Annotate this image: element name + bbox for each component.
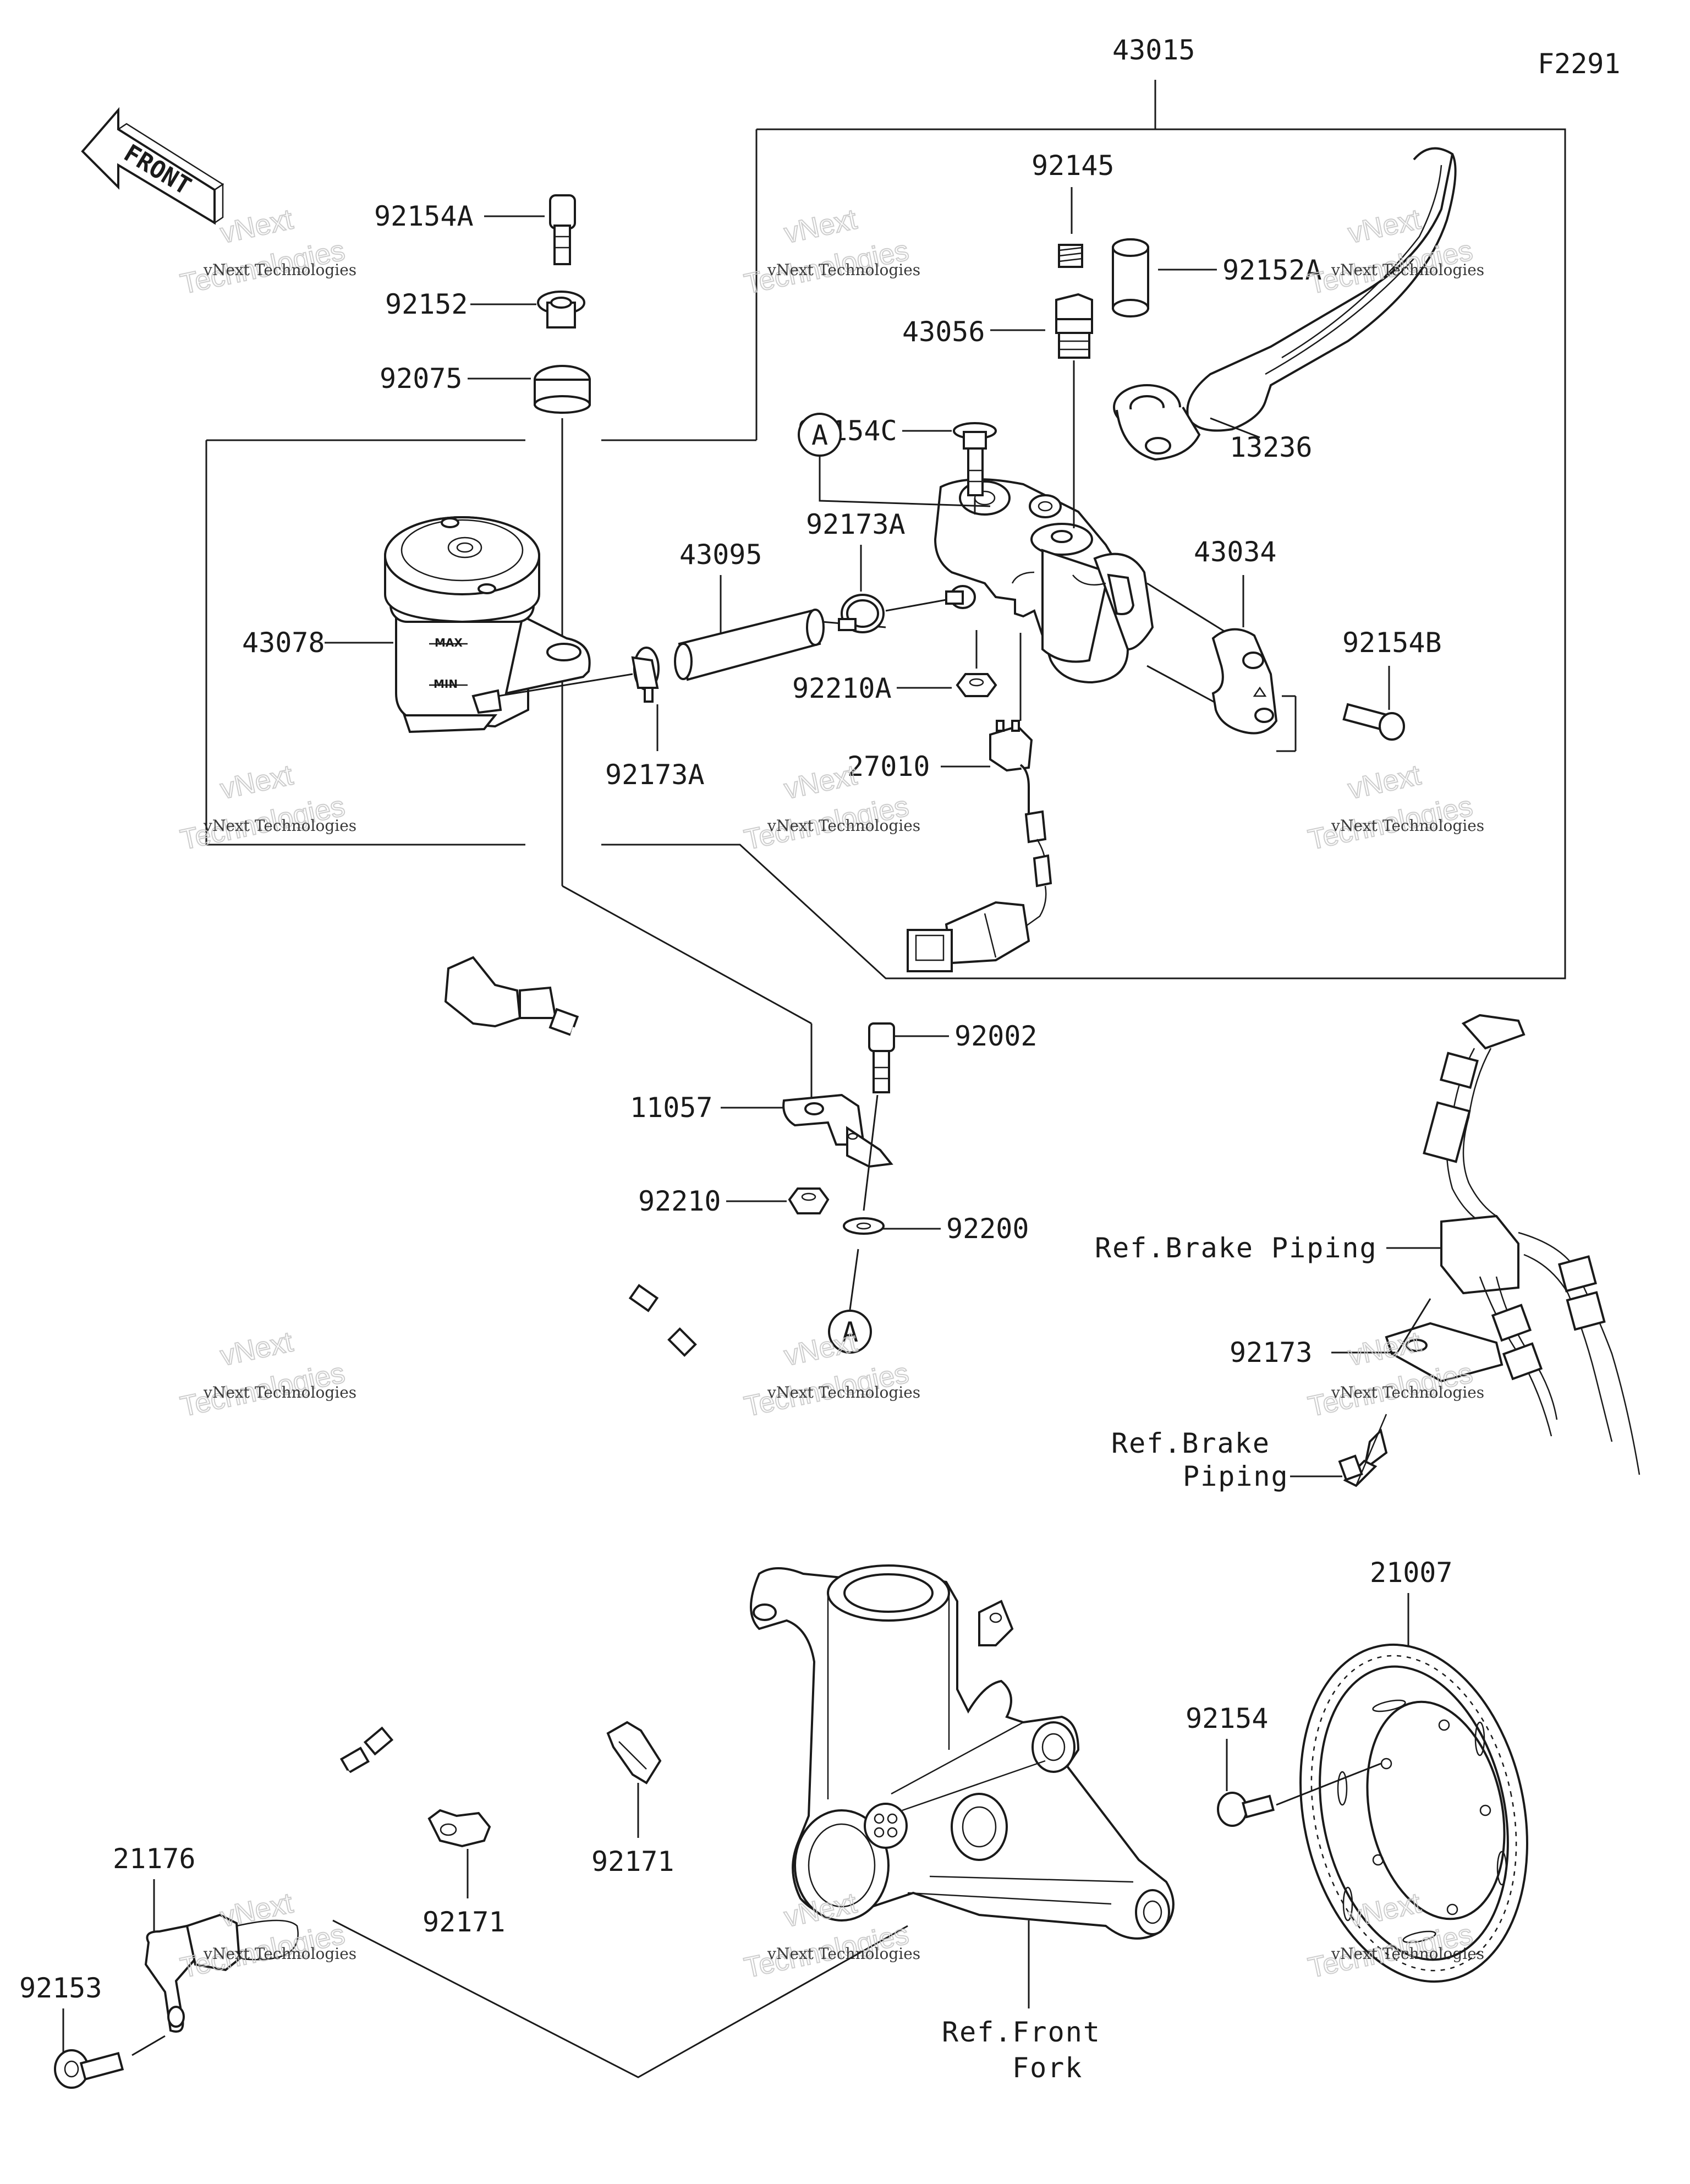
bolt-92154B xyxy=(1342,703,1405,741)
front-fork-lower xyxy=(750,1564,1175,1940)
callout-43034: 43034 xyxy=(1194,536,1277,568)
front-arrow-icon: FRONT xyxy=(81,107,224,225)
wheel-speed-sensor-21176 xyxy=(144,1913,299,2033)
hose-clamp-92173A-lower xyxy=(631,647,660,703)
callout-92200: 92200 xyxy=(946,1213,1029,1245)
svg-text:vNext Technologies: vNext Technologies xyxy=(1331,817,1484,835)
svg-text:vNext: vNext xyxy=(1345,759,1424,805)
tank-min-mark: MIN xyxy=(434,677,458,691)
callout-21176: 21176 xyxy=(113,1843,196,1875)
svg-text:vNext: vNext xyxy=(781,1887,860,1933)
harness-grommets xyxy=(339,1284,697,1774)
circle-a-bottom-label: A xyxy=(842,1316,858,1348)
svg-text:vNext: vNext xyxy=(781,759,860,805)
callout-92173A-lower: 92173A xyxy=(605,759,705,791)
callout-92171-right: 92171 xyxy=(591,1846,674,1878)
grommet-92075 xyxy=(534,365,591,414)
ref-brake-piping-lower-line1: Ref.Brake xyxy=(1111,1427,1270,1459)
adjuster-43056 xyxy=(1055,293,1093,359)
svg-text:vNext Technologies: vNext Technologies xyxy=(767,1945,920,1963)
callout-92210: 92210 xyxy=(638,1185,721,1217)
reservoir-hose-43095 xyxy=(674,609,825,681)
callout-92152A: 92152A xyxy=(1222,254,1322,286)
callout-21007: 21007 xyxy=(1370,1557,1453,1589)
bolt-92153 xyxy=(54,2049,124,2089)
bracket-11057 xyxy=(782,1093,893,1168)
svg-text:vNext Technologies: vNext Technologies xyxy=(203,817,356,835)
figure-code: F2291 xyxy=(1538,48,1621,80)
svg-text:vNext: vNext xyxy=(217,203,296,249)
callout-92145: 92145 xyxy=(1031,150,1115,182)
brake-switch-27010 xyxy=(907,720,1052,972)
master-cylinder-assembly-frame xyxy=(205,80,1566,979)
callout-43015: 43015 xyxy=(1112,34,1195,66)
brake-lever-13236 xyxy=(1113,147,1457,461)
svg-text:vNext Technologies: vNext Technologies xyxy=(1331,1945,1484,1963)
callout-43095: 43095 xyxy=(679,539,762,571)
spring-92145 xyxy=(1058,244,1083,268)
circle-a-top-label: A xyxy=(811,419,828,451)
callout-92173A-upper: 92173A xyxy=(806,508,906,540)
nut-92210 xyxy=(788,1187,830,1214)
collar-92152A xyxy=(1112,238,1149,318)
svg-text:vNext Technologies: vNext Technologies xyxy=(203,1383,356,1402)
svg-text:vNext Technologies: vNext Technologies xyxy=(203,1945,356,1963)
svg-text:vNext Technologies: vNext Technologies xyxy=(1331,261,1484,279)
callout-92152: 92152 xyxy=(385,288,468,320)
svg-text:vNext: vNext xyxy=(781,1326,860,1372)
callout-92154B: 92154B xyxy=(1342,627,1442,659)
pivot-bolt-92154C xyxy=(953,422,997,496)
screw-92154A xyxy=(549,194,576,265)
callout-92075: 92075 xyxy=(380,363,463,395)
brake-piping-detail xyxy=(1338,1014,1640,1487)
svg-text:vNext Technologies: vNext Technologies xyxy=(767,261,920,279)
tank-max-mark: MAX xyxy=(435,636,463,649)
callout-92173: 92173 xyxy=(1230,1337,1313,1369)
clip-92171-right xyxy=(606,1721,662,1785)
collar-92152 xyxy=(537,291,585,329)
ref-brake-piping-lower-line2: Piping xyxy=(1183,1460,1289,1492)
callout-43078: 43078 xyxy=(242,627,325,659)
hose-clamp-92173A-upper xyxy=(838,594,885,633)
callout-27010: 27010 xyxy=(847,751,930,782)
callout-92154A: 92154A xyxy=(374,200,474,232)
handlebar-clamp-43034 xyxy=(1211,628,1278,735)
callout-92153: 92153 xyxy=(19,1972,102,2004)
svg-text:vNext: vNext xyxy=(781,203,860,249)
svg-text:vNext Technologies: vNext Technologies xyxy=(767,817,920,835)
bolt-92002 xyxy=(868,1022,895,1093)
svg-text:vNext: vNext xyxy=(1345,203,1424,249)
reference-circle-a-bottom xyxy=(828,1310,872,1354)
ref-front-fork-line2: Fork xyxy=(1012,2052,1083,2084)
nut-92210A xyxy=(956,673,997,697)
svg-text:vNext Technologies: vNext Technologies xyxy=(203,261,356,279)
svg-text:vNext Technologies: vNext Technologies xyxy=(767,1383,920,1402)
ref-brake-piping-upper: Ref.Brake Piping xyxy=(1095,1232,1378,1264)
master-cylinder-body xyxy=(934,478,1154,684)
front-label: FRONT xyxy=(119,139,196,201)
callout-11057: 11057 xyxy=(630,1092,713,1124)
callout-92002: 92002 xyxy=(954,1020,1038,1052)
ref-front-fork-line1: Ref.Front xyxy=(942,2016,1101,2048)
callout-92171-left: 92171 xyxy=(422,1906,506,1938)
callout-43056: 43056 xyxy=(902,316,985,348)
reservoir-tank-43078: MAX MIN xyxy=(384,516,591,734)
svg-text:vNext: vNext xyxy=(217,759,296,805)
abs-sensor-rotor-21007 xyxy=(1299,1643,1528,1983)
callout-13236: 13236 xyxy=(1230,431,1313,463)
sensor-harness-connector xyxy=(444,956,579,1037)
callout-92210A: 92210A xyxy=(792,672,892,704)
svg-text:vNext: vNext xyxy=(217,1326,296,1372)
clip-92171-left xyxy=(427,1809,491,1848)
washer-92200 xyxy=(843,1217,885,1235)
callout-92154: 92154 xyxy=(1186,1703,1269,1734)
svg-text:vNext: vNext xyxy=(217,1887,296,1933)
svg-text:vNext Technologies: vNext Technologies xyxy=(1331,1383,1484,1402)
bolt-92154 xyxy=(1217,1792,1275,1827)
